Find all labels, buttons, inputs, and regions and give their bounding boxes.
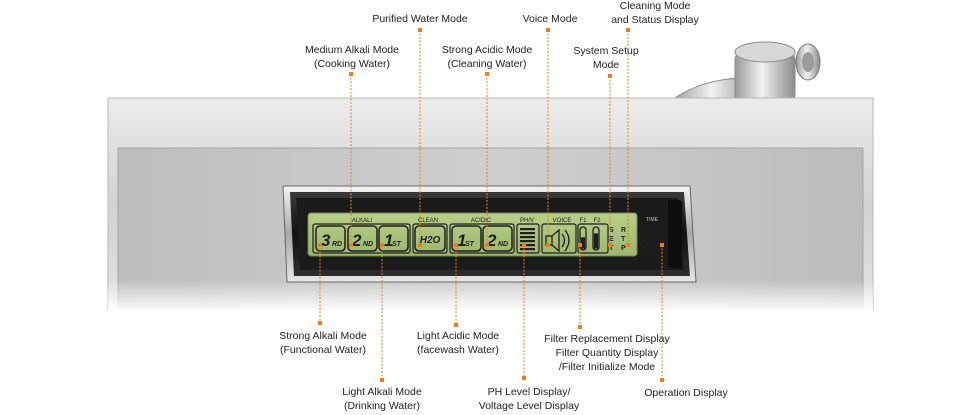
status-t: T — [621, 236, 626, 243]
callout-light-acidic-mode: Light Acidic Mode (facewash Water) — [416, 330, 500, 356]
lcd-clean-label: CLEAN — [418, 218, 438, 224]
lcd-f2-label: F2 — [593, 218, 601, 224]
lcd-voice-label: VOICE — [553, 218, 572, 224]
status-p: P — [621, 245, 626, 252]
clean-h2o-text: H2O — [420, 235, 441, 246]
lcd-bezel — [282, 185, 697, 283]
lcd-time-label: TIME — [646, 217, 659, 223]
leader-lines — [319, 30, 663, 380]
lcd-group-labels: ALKALI CLEAN ACIDIC PH/V VOICE F1 F2 TIM… — [352, 217, 659, 224]
callout-purified-water-mode: Purified Water Mode — [372, 13, 468, 25]
callout-ph-level-display: PH Level Display/ Voltage Level Display — [478, 386, 580, 412]
acidic-1st-num: 1 — [457, 231, 466, 250]
acidic-2nd-suf: ND — [498, 241, 508, 248]
alkali-2nd-mode-icon: 2 ND — [347, 225, 378, 252]
callout-system-setup-mode: System Setup Mode — [573, 45, 639, 71]
leader-markers — [318, 28, 664, 382]
lcd-acidic-label: ACIDIC — [471, 218, 492, 224]
setup-t: T — [609, 245, 614, 252]
setup-s: S — [609, 227, 614, 234]
lcd-mode-buttons: 3 RD 2 ND 1 ST H2O 1 ST 2 ND — [315, 225, 513, 252]
setup-e: E — [609, 236, 614, 243]
acidic-1st-mode-icon: 1 ST — [451, 225, 482, 252]
alkali-1st-mode-icon: 1 ST — [378, 225, 409, 252]
acidic-2nd-mode-icon: 2 ND — [482, 225, 513, 252]
lcd-group-brackets — [312, 223, 609, 254]
lcd-alkali-label: ALKALI — [352, 218, 373, 224]
callout-light-alkali-mode: Light Alkali Mode (Drinking Water) — [342, 386, 422, 412]
alkali-3rd-suf: RD — [332, 241, 342, 248]
ph-level-bars-icon — [520, 228, 535, 251]
setup-status-letters: S E T R T P — [609, 227, 626, 252]
alkali-2nd-num: 2 — [351, 231, 362, 250]
operation-dial-icon — [639, 227, 665, 253]
callout-operation-display: Operation Display — [644, 387, 728, 399]
callout-filter-display: Filter Replacement Display Filter Quanti… — [544, 333, 670, 373]
status-r: R — [621, 227, 626, 234]
callout-medium-alkali-mode: Medium Alkali Mode (Cooking Water) — [305, 44, 399, 70]
callout-strong-acidic-mode: Strong Acidic Mode (Cleaning Water) — [441, 44, 533, 70]
acidic-2nd-num: 2 — [486, 231, 497, 250]
clean-h2o-mode-icon: H2O — [414, 225, 446, 252]
acidic-1st-suf: ST — [465, 241, 475, 248]
alkali-3rd-mode-icon: 3 RD — [315, 225, 346, 252]
alkali-1st-num: 1 — [384, 231, 393, 250]
callout-cleaning-mode-status: Cleaning Mode and Status Display — [611, 0, 699, 26]
alkali-3rd-num: 3 — [321, 231, 331, 250]
alkali-1st-suf: ST — [392, 241, 402, 248]
lcd-f1-label: F1 — [579, 218, 587, 224]
lcd-phv-label: PH/V — [520, 218, 534, 224]
callout-voice-mode: Voice Mode — [522, 13, 578, 25]
alkali-2nd-suf: ND — [363, 241, 373, 248]
ionizer-body — [0, 97, 980, 415]
faucet-spout-icon — [670, 41, 821, 103]
callout-strong-alkali-mode: Strong Alkali Mode (Functional Water) — [279, 330, 367, 356]
